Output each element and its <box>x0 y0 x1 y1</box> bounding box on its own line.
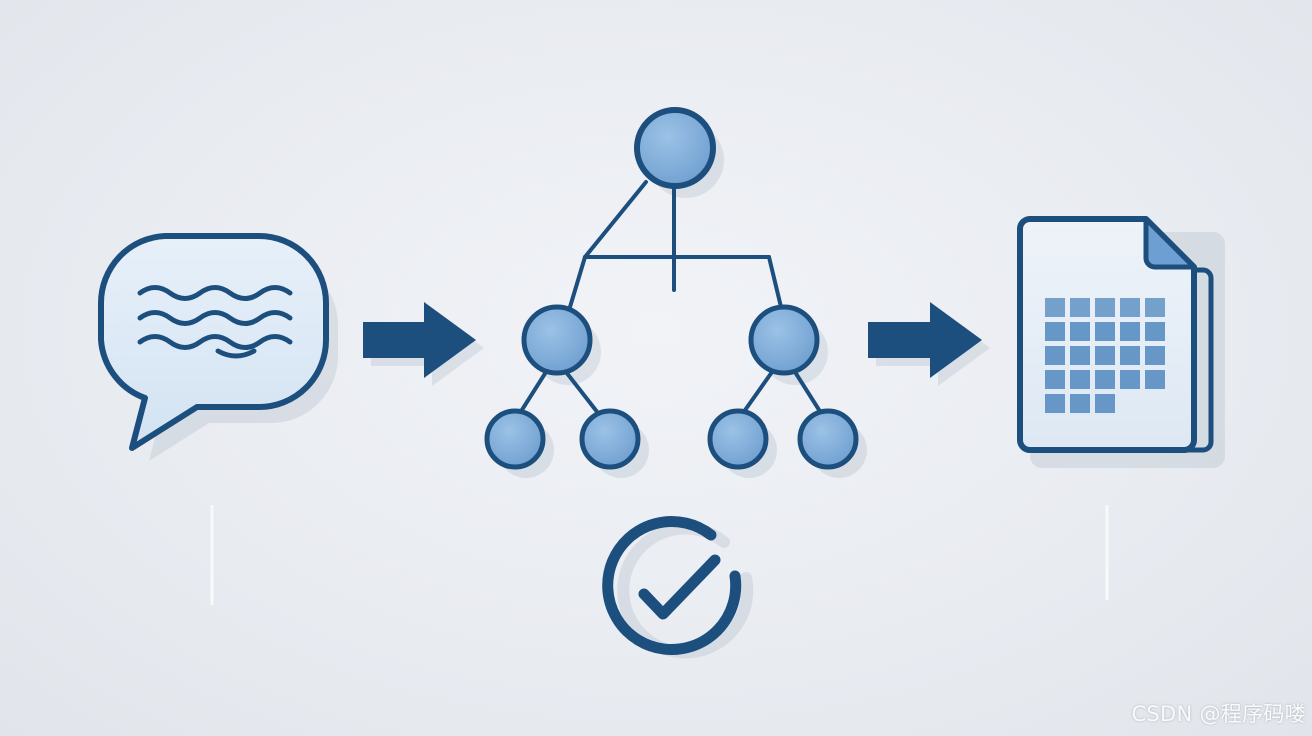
table-cell <box>1070 322 1090 341</box>
table-cell <box>1045 394 1065 413</box>
table-cell <box>1145 370 1165 389</box>
table-cell <box>1045 346 1065 365</box>
document-table-grid <box>1045 298 1165 413</box>
table-cell <box>1120 298 1140 317</box>
table-cell <box>1145 346 1165 365</box>
table-cell <box>1145 322 1165 341</box>
table-cell <box>1120 370 1140 389</box>
table-cell <box>1070 394 1090 413</box>
table-cell <box>1095 346 1115 365</box>
tree-leaf-node <box>797 408 859 470</box>
background-guides <box>210 505 1109 605</box>
table-cell <box>1070 298 1090 317</box>
document-folded-corner <box>1143 216 1197 270</box>
table-cell <box>1045 298 1065 317</box>
arrow-right-icon <box>363 302 484 386</box>
tree-root-node <box>634 107 716 189</box>
table-cell <box>1070 370 1090 389</box>
tree-branch-node-left <box>521 304 593 376</box>
table-cell <box>1045 370 1065 389</box>
tree-connectors <box>518 180 823 415</box>
table-cell <box>1095 394 1115 413</box>
table-cell <box>1045 322 1065 341</box>
check-circle-icon <box>602 516 754 659</box>
tree-leaf-node <box>579 408 641 470</box>
tree-branch-node-right <box>748 304 820 376</box>
checkmark <box>638 554 721 620</box>
chat-bubble-icon <box>97 233 338 461</box>
table-cell <box>1070 346 1090 365</box>
text-wave-lines <box>137 285 293 359</box>
table-cell <box>1095 370 1115 389</box>
table-cell <box>1095 322 1115 341</box>
table-cell <box>1145 298 1165 317</box>
tree-leaf-node <box>484 408 546 470</box>
watermark-text: CSDN @程序码喽 <box>1131 702 1306 726</box>
table-cell <box>1120 346 1140 365</box>
table-cell <box>1095 298 1115 317</box>
arrow-right-icon <box>868 302 990 386</box>
hierarchy-tree-icon <box>484 107 867 478</box>
tree-leaf-node <box>707 408 769 470</box>
table-cell <box>1120 322 1140 341</box>
spreadsheet-document-icon <box>1017 216 1225 468</box>
